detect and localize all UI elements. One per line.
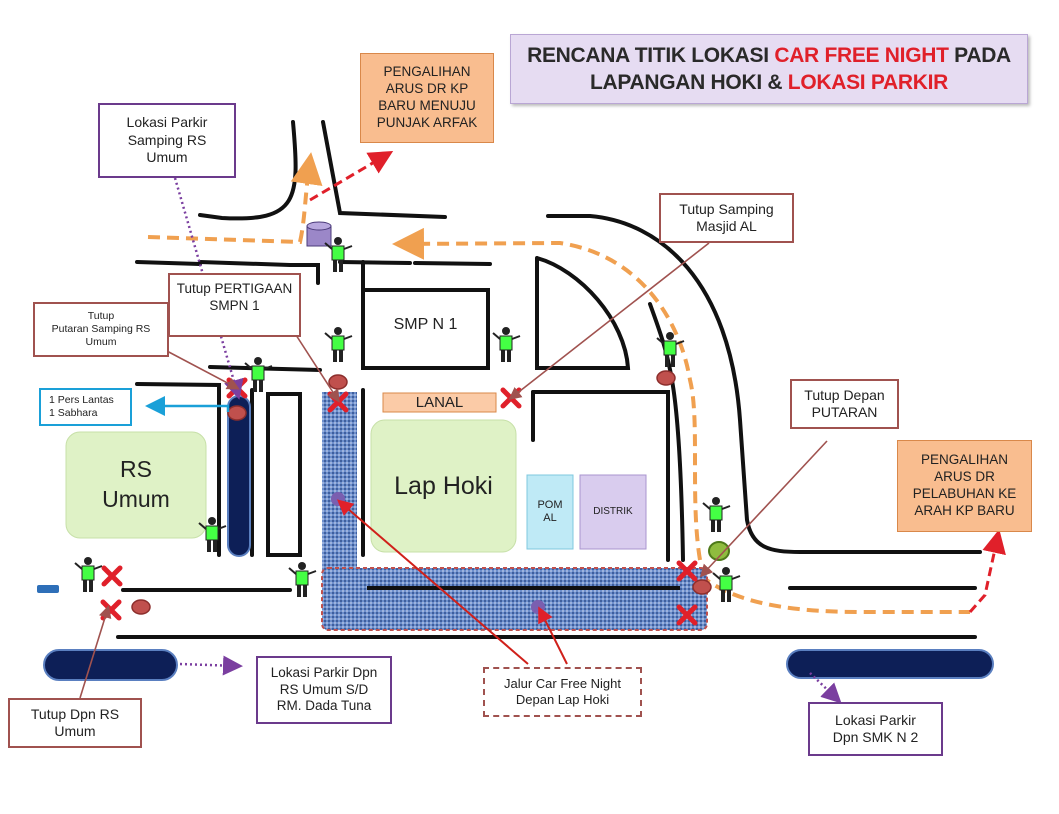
cfn-leader-line — [538, 606, 568, 665]
leader-lines — [79, 177, 842, 704]
callout-tutup-masjid: Tutup Samping Masjid AL — [659, 193, 794, 243]
building-lap-hoki — [370, 419, 517, 553]
title-highlight-car-free-night: CAR FREE NIGHT — [774, 43, 949, 67]
callout-pengalihan-pelabuhan: PENGALIHAN ARUS DR PELABUHAN KE ARAH KP … — [897, 440, 1032, 532]
building-rs-umum — [65, 431, 207, 539]
callout-tutup-pertigaan: Tutup PERTIGAAN SMPN 1 — [168, 273, 301, 337]
label-pom-al: POM AL — [537, 499, 563, 524]
label-distrik: DISTRIK — [593, 506, 633, 518]
green-marker-icon — [708, 541, 730, 561]
callout-tutup-depan-putaran: Tutup Depan PUTARAN — [790, 379, 899, 429]
vehicle-icon — [37, 585, 59, 593]
title-line-1-end: PADA — [948, 43, 1011, 67]
label-lap-hoki: Lap Hoki — [394, 471, 493, 500]
callout-pengalihan-kp-baru: PENGALIHAN ARUS DR KP BARU MENUJU PUNJAK… — [360, 53, 494, 143]
callout-parkir-samping-rs: Lokasi Parkir Samping RS Umum — [98, 103, 236, 178]
barrel-icon — [306, 221, 332, 247]
parking-dpn-smk — [786, 649, 994, 679]
diversion-arrow-north — [309, 150, 394, 202]
label-lanal: LANAL — [415, 393, 464, 411]
cfn-leader-line — [336, 499, 529, 665]
building-lanal — [382, 392, 497, 413]
label-rs-umum: RS Umum — [102, 456, 170, 512]
building-distrik — [579, 474, 647, 550]
title-line-1: RENCANA TITIK LOKASI — [527, 43, 775, 67]
callout-personel: 1 Pers Lantas 1 Sabhara — [39, 388, 132, 426]
callout-tutup-dpn-rs: Tutup Dpn RS Umum — [8, 698, 142, 748]
route-point-icon — [531, 600, 545, 614]
map-title: RENCANA TITIK LOKASI CAR FREE NIGHT PADA… — [510, 34, 1028, 104]
callout-tutup-putaran-rs: Tutup Putaran Samping RS Umum — [33, 302, 169, 357]
building-pom-al — [526, 474, 574, 550]
callout-jalur-car-free-night: Jalur Car Free Night Depan Lap Hoki — [483, 667, 642, 717]
title-line-2: LAPANGAN HOKI & — [589, 71, 788, 94]
car-free-night-zone — [321, 392, 708, 631]
parking-dpn-rs — [43, 649, 178, 681]
detour-path — [147, 152, 970, 614]
label-smp: SMP N 1 — [393, 315, 458, 333]
callout-parkir-dpn-rs: Lokasi Parkir Dpn RS Umum S/D RM. Dada T… — [256, 656, 392, 724]
callout-parkir-dpn-smk: Lokasi Parkir Dpn SMK N 2 — [808, 702, 943, 756]
title-highlight-lokasi-parkir: LOKASI PARKIR — [787, 71, 949, 94]
diversion-arrow-east — [968, 529, 1006, 613]
roads — [116, 120, 982, 639]
